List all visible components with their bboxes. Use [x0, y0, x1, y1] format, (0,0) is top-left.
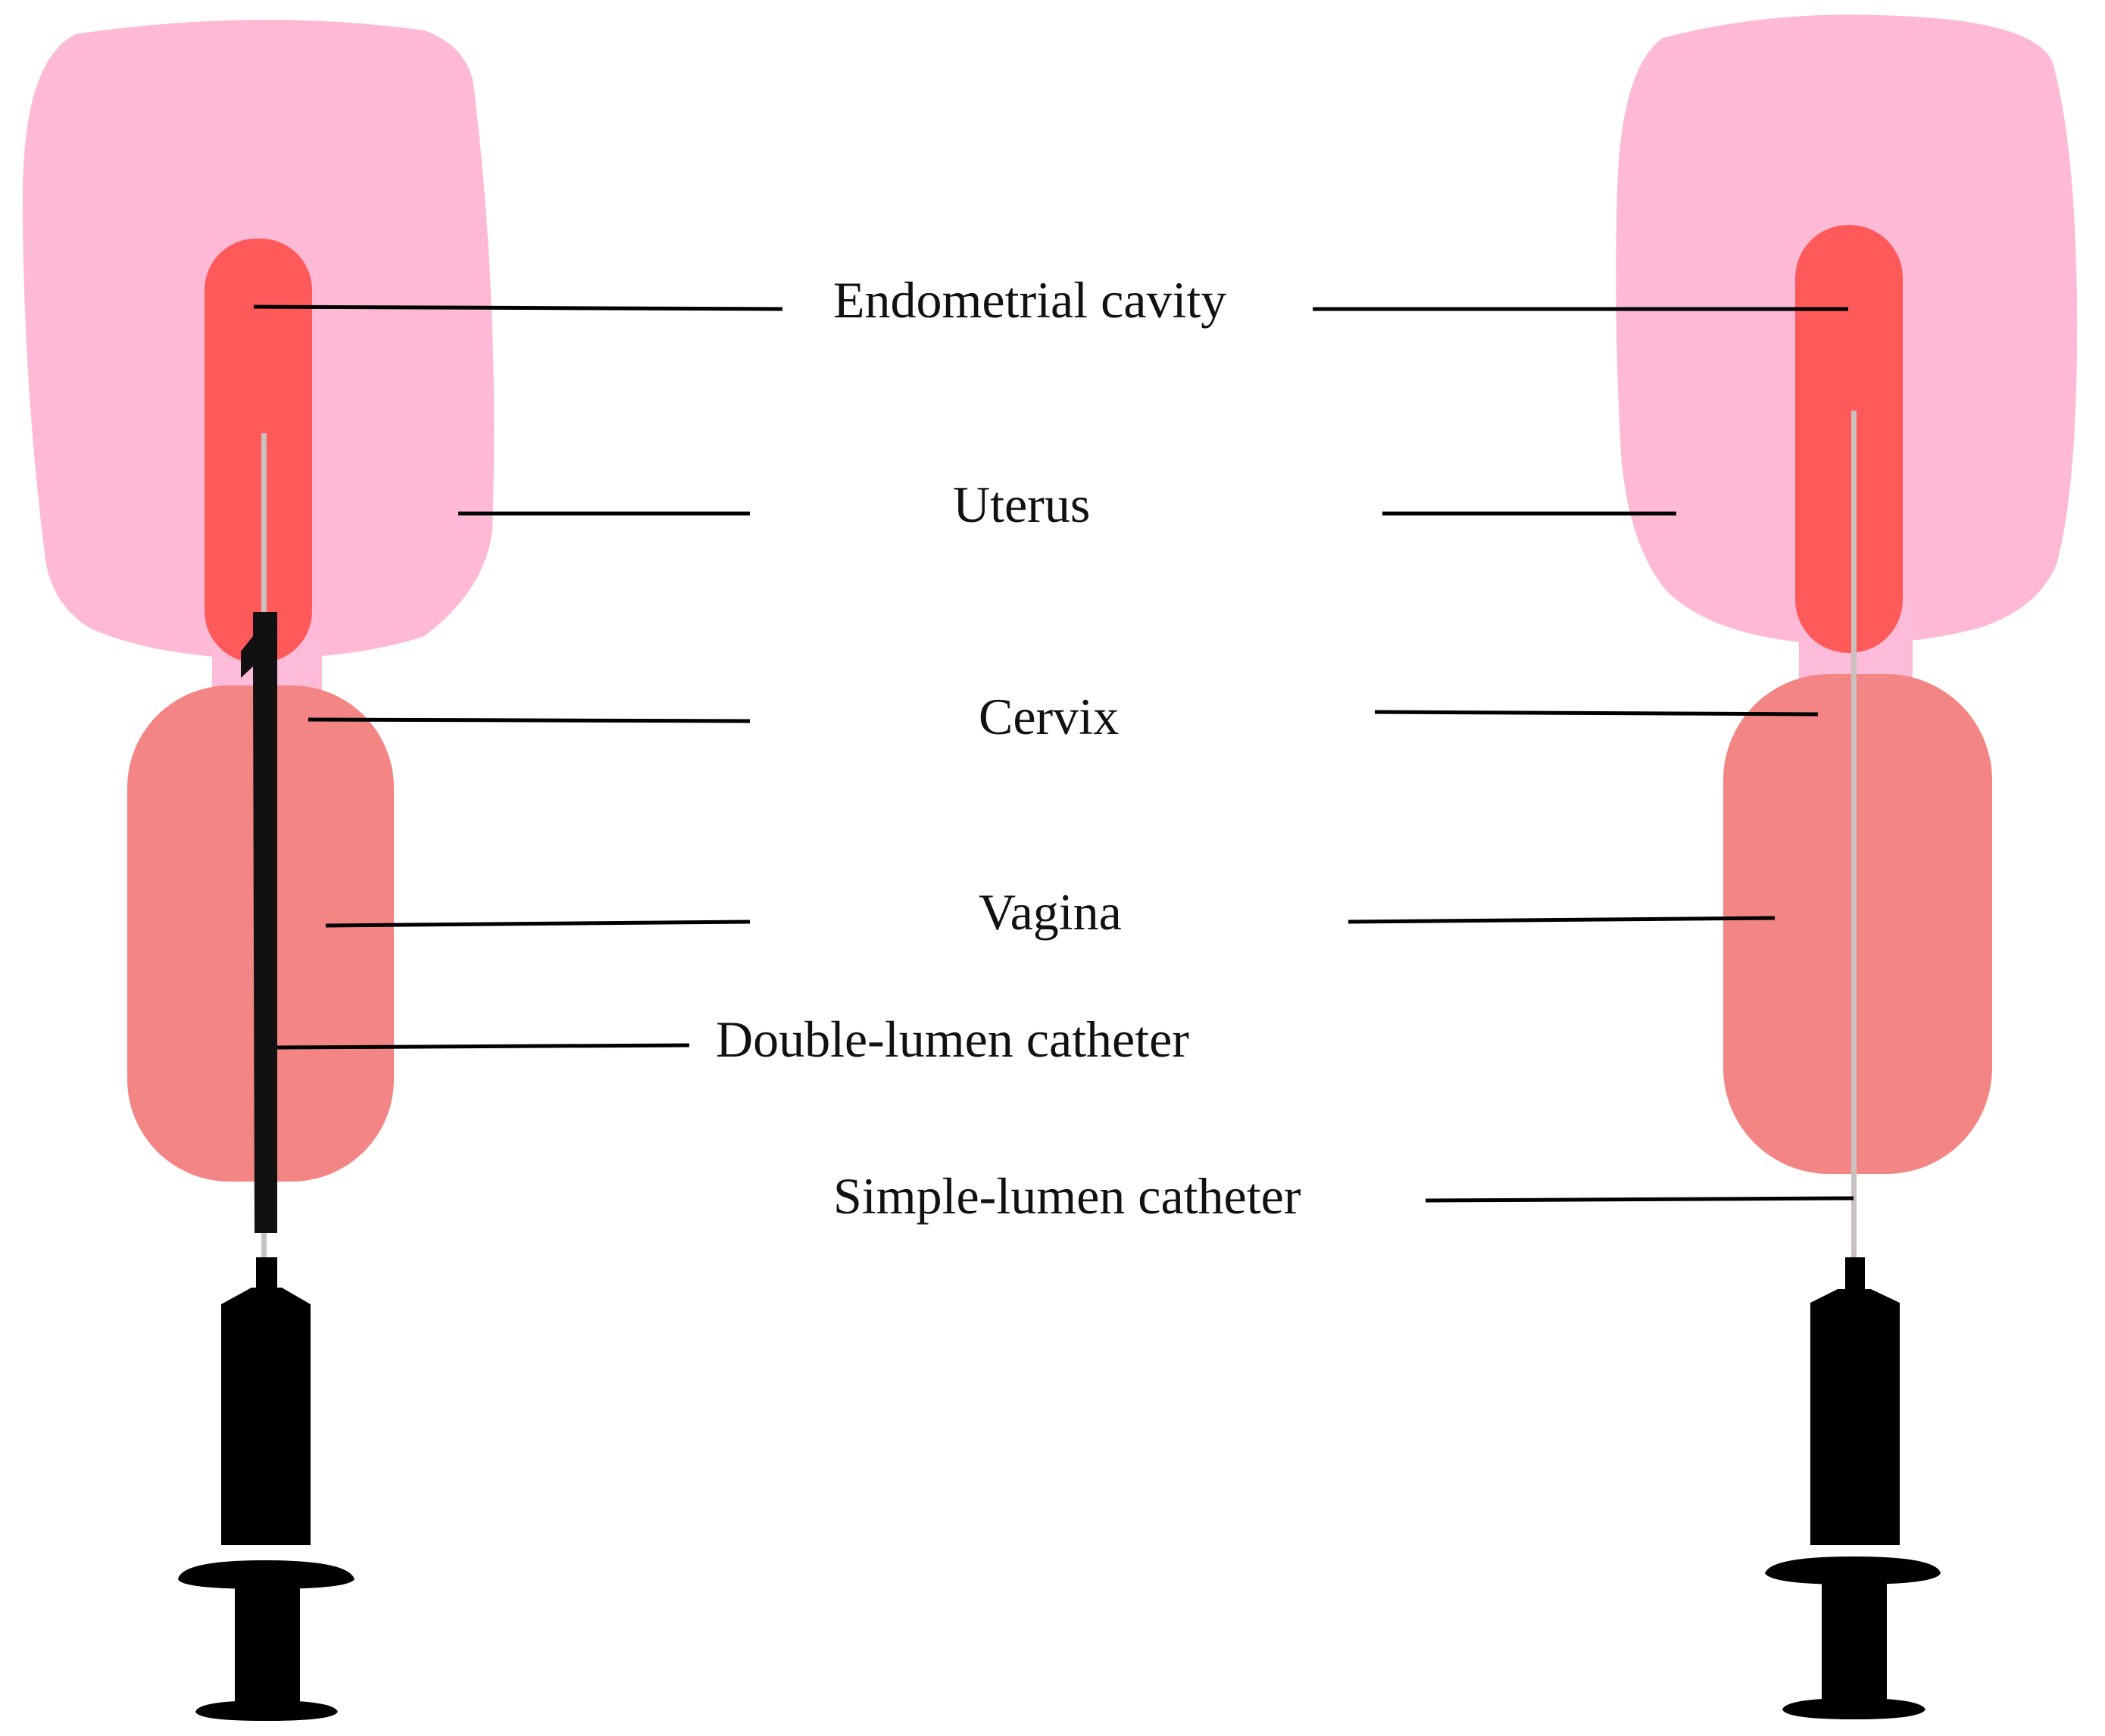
left-double-lumen-catheter [241, 612, 277, 1233]
left-assembly [23, 20, 495, 1721]
leader-line-double-lumen-catheter [276, 1043, 690, 1050]
label-uterus: Uterus [953, 476, 1091, 533]
leader-line-simple-lumen-catheter [1425, 1196, 1854, 1203]
leader-line-endometrial-cavity-left [253, 304, 783, 311]
left-endometrial-cavity [205, 239, 312, 663]
label-vagina: Vagina [979, 883, 1122, 941]
leader-line-vagina-right [1348, 916, 1776, 924]
right-simple-lumen-catheter [1851, 411, 1857, 1259]
right-assembly [1616, 14, 2078, 1719]
left-syringe [178, 1257, 354, 1721]
right-syringe [1765, 1257, 1941, 1719]
right-endometrial-cavity [1795, 225, 1903, 653]
leader-line-cervix-right [1374, 710, 1819, 717]
right-vagina [1723, 674, 1992, 1174]
leader-lines [253, 304, 1854, 1203]
leader-line-vagina-left [325, 920, 751, 928]
label-cervix: Cervix [979, 688, 1120, 745]
label-endometrial-cavity: Endometrial cavity [833, 271, 1227, 329]
label-simple-lumen-catheter: Simple-lumen catheter [833, 1167, 1301, 1225]
label-double-lumen-catheter: Double-lumen catheter [716, 1010, 1189, 1068]
leader-line-cervix-left [308, 717, 751, 723]
